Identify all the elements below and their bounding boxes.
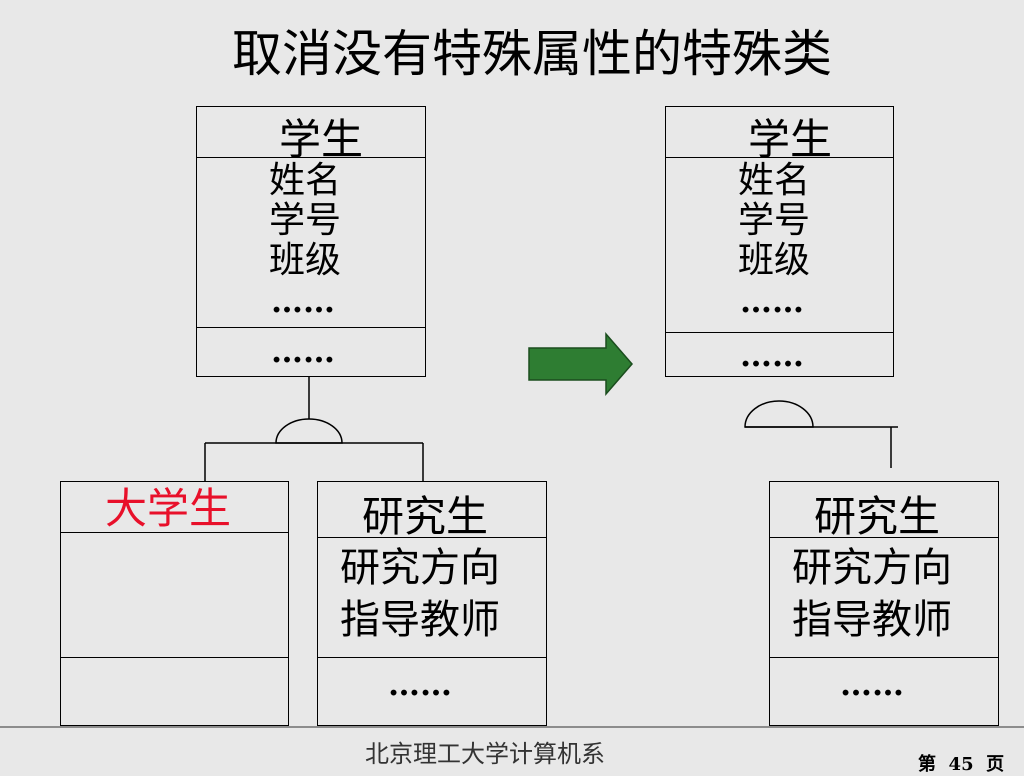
class-name: 学生 bbox=[748, 115, 833, 164]
left-parent-class: 学生 姓名 学号 班级 …… …… bbox=[196, 106, 426, 377]
class-divider bbox=[666, 332, 893, 333]
left-generalization-arc bbox=[275, 418, 343, 444]
attribute: …… bbox=[740, 282, 804, 320]
right-parent-class: 学生 姓名 学号 班级 …… …… bbox=[665, 106, 894, 377]
operations: …… bbox=[388, 665, 452, 703]
attribute: …… bbox=[271, 282, 335, 320]
attribute: 研究方向 bbox=[340, 545, 500, 591]
class-name: 大学生 bbox=[105, 484, 232, 533]
page-number: 第 45 页 bbox=[918, 750, 1004, 776]
attribute: 班级 bbox=[269, 240, 342, 281]
attribute: 姓名 bbox=[269, 160, 342, 201]
attribute: 姓名 bbox=[738, 160, 811, 201]
operations: …… bbox=[271, 332, 335, 370]
right-child-class-graduate: 研究生 研究方向 指导教师 …… bbox=[769, 481, 999, 726]
class-divider bbox=[666, 157, 893, 158]
operations: …… bbox=[740, 336, 804, 374]
operations: …… bbox=[840, 665, 904, 703]
attribute: 研究方向 bbox=[792, 545, 952, 591]
class-divider bbox=[61, 657, 288, 658]
attribute: 指导教师 bbox=[340, 597, 500, 643]
class-divider bbox=[197, 157, 425, 158]
left-child-class-undergrad: 大学生 bbox=[60, 481, 289, 726]
class-divider bbox=[197, 327, 425, 328]
left-child-class-graduate: 研究生 研究方向 指导教师 …… bbox=[317, 481, 547, 726]
attribute: 班级 bbox=[738, 240, 811, 281]
class-divider bbox=[770, 537, 998, 538]
class-name: 研究生 bbox=[362, 492, 489, 541]
attribute: 指导教师 bbox=[792, 597, 952, 643]
attribute: 学号 bbox=[269, 200, 342, 241]
slide-title: 取消没有特殊属性的特殊类 bbox=[232, 25, 832, 83]
attribute: 学号 bbox=[738, 200, 811, 241]
page-number-value: 45 bbox=[948, 754, 974, 775]
footer-text: 北京理工大学计算机系 bbox=[365, 740, 605, 768]
page-suffix: 页 bbox=[986, 754, 1005, 775]
transform-arrow bbox=[528, 331, 633, 397]
class-name: 研究生 bbox=[814, 492, 941, 541]
page-prefix: 第 bbox=[918, 754, 936, 775]
class-divider bbox=[61, 532, 288, 533]
class-name: 学生 bbox=[279, 115, 364, 164]
class-divider bbox=[770, 657, 998, 658]
class-divider bbox=[318, 537, 546, 538]
footer-divider bbox=[0, 726, 1024, 728]
right-generalization-arc bbox=[744, 400, 814, 428]
class-divider bbox=[318, 657, 546, 658]
